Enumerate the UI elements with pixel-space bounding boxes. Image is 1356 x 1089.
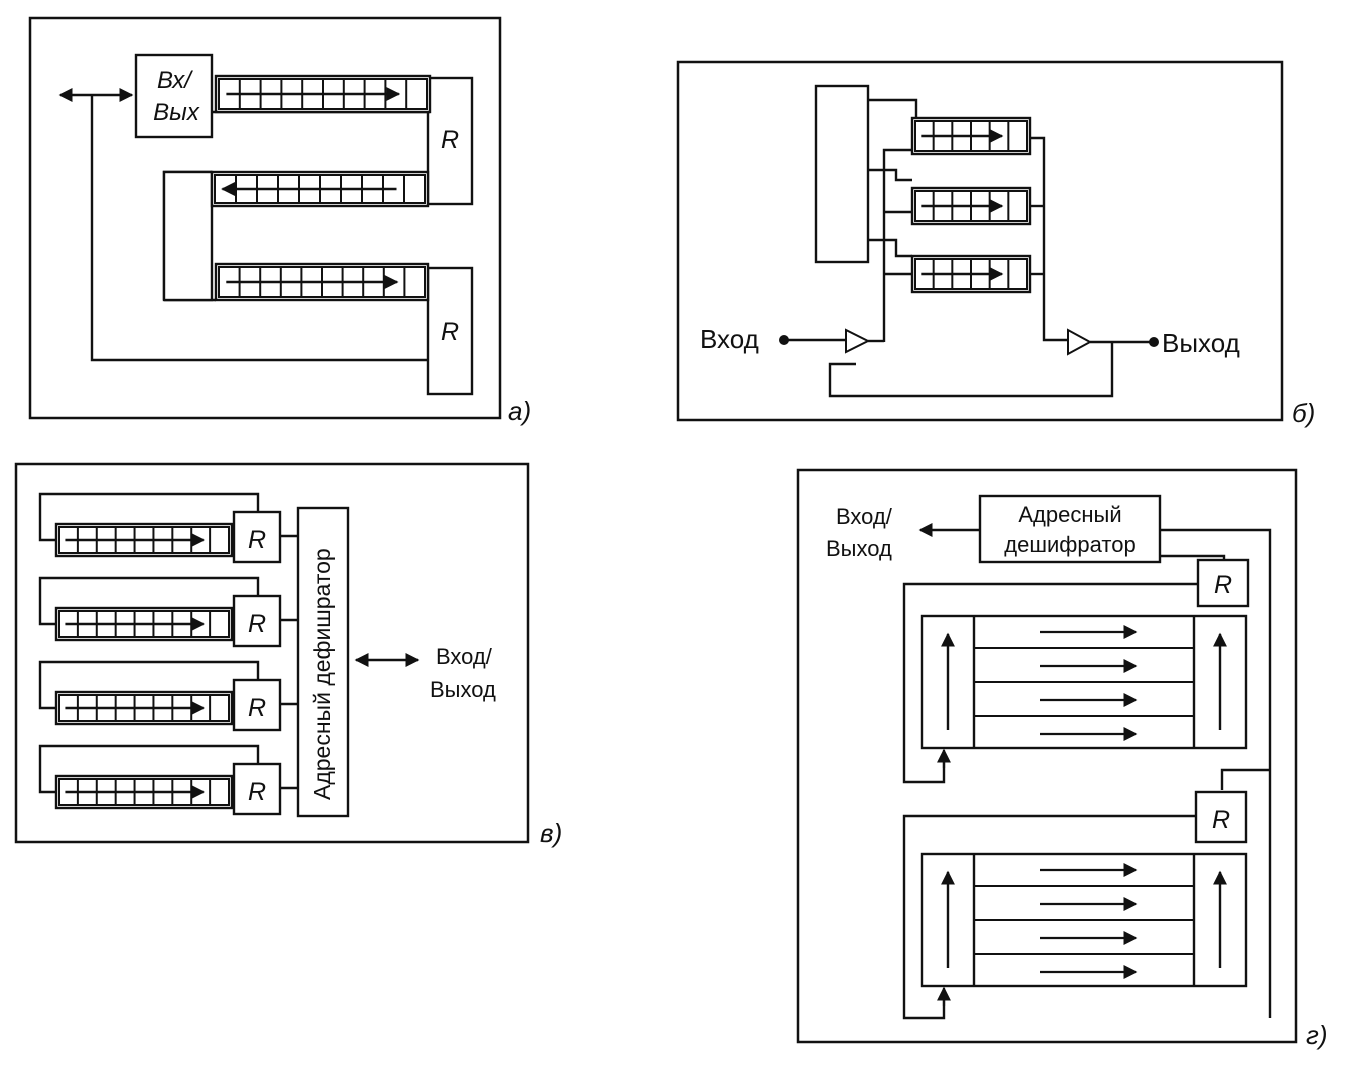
address-bus (1160, 528, 1272, 1018)
panel-g: Адресный дешифратор Вход/ Выход R R г) (796, 468, 1327, 1050)
register-inner (58, 778, 230, 806)
memory-block (920, 614, 1248, 768)
io-label-bottom: Вых (153, 99, 200, 126)
buffer-triangle-icon (845, 328, 871, 354)
io-label-bottom: Выход (430, 677, 496, 702)
decoder-box (978, 494, 1162, 564)
feedback-line (902, 814, 1196, 1020)
panel-caption: г) (1306, 1020, 1327, 1050)
shift-register (214, 74, 432, 114)
connector-line (1220, 768, 1270, 790)
register-label: R (441, 318, 459, 346)
input-label: Вход (700, 324, 759, 354)
register-row: R (38, 660, 298, 732)
register-label: R (248, 610, 266, 638)
panel-caption: а) (508, 396, 531, 426)
register-row: R (38, 744, 298, 816)
input-bus (882, 148, 912, 342)
feedback-line (902, 582, 1198, 784)
io-box (134, 53, 214, 139)
panel-b-frame (676, 60, 1284, 422)
register-label: R (248, 526, 266, 554)
memory-block (920, 852, 1248, 1006)
register-box (232, 678, 282, 732)
panel-v: R R R R Адресный дефишратор Вход/ Выход в) (14, 462, 562, 848)
panel-caption: б) (1292, 398, 1315, 428)
shift-register (910, 254, 1032, 294)
register-label: R (248, 694, 266, 722)
register-label: R (248, 778, 266, 806)
feedback-line (90, 95, 428, 362)
control-block (814, 84, 870, 264)
register-box (232, 510, 282, 564)
panel-a: Вх/ Вых R R а) (28, 16, 531, 426)
decoder-label-bottom: дешифратор (1004, 532, 1135, 557)
panel-caption: в) (540, 818, 562, 848)
decoder-box (296, 506, 350, 818)
io-label-top: Вх/ (157, 67, 193, 94)
panel-b: Вход Выход б) (676, 60, 1315, 428)
io-label-bottom: Выход (826, 536, 892, 561)
register-label: R (441, 126, 459, 154)
shift-register (910, 186, 1032, 226)
connector-line (868, 98, 918, 118)
output-bus (1030, 136, 1068, 342)
register-inner (58, 694, 230, 722)
feedback-line (828, 342, 1114, 398)
register-label: R (1212, 806, 1230, 834)
register-inner (58, 610, 230, 638)
buffer-triangle-icon (1067, 328, 1093, 356)
io-label-top: Вход/ (436, 644, 493, 669)
register-label: R (1214, 571, 1232, 599)
shift-register (210, 170, 430, 208)
decoder-label: Адресный дефишратор (309, 548, 335, 800)
register-row: R (38, 492, 298, 564)
decoder-label-top: Адресный (1018, 502, 1121, 527)
register-row: R (38, 576, 298, 648)
connector-line (868, 168, 912, 182)
shift-register (214, 262, 430, 302)
register-inner (58, 526, 230, 554)
register-box (426, 76, 474, 206)
connector-line (868, 238, 912, 258)
output-terminal-icon (1149, 337, 1159, 347)
shift-register (910, 116, 1032, 156)
io-label-top: Вход/ (836, 504, 893, 529)
output-label: Выход (1162, 328, 1240, 358)
register-box (426, 266, 474, 396)
loop-block (162, 170, 214, 302)
